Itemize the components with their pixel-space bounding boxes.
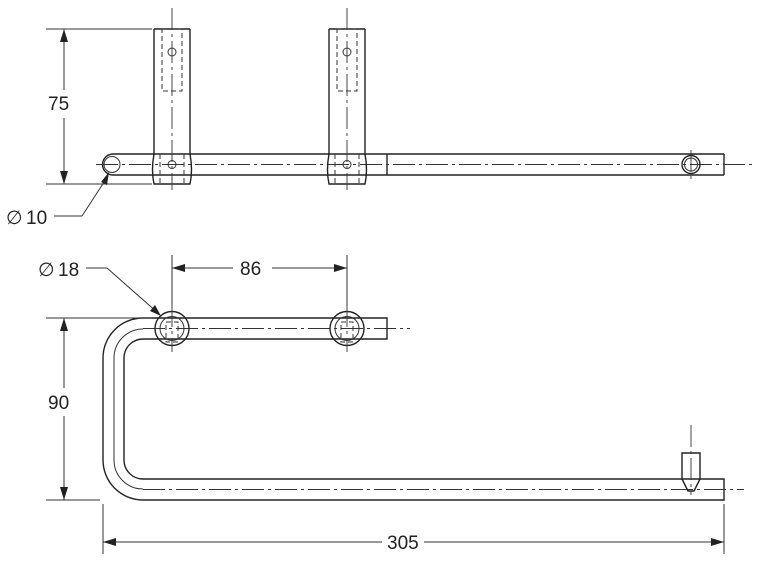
- front-mount-right: [329, 305, 365, 352]
- front-view: 86 ∅ 18 90 305: [38, 255, 744, 554]
- dimension-diameter-18: ∅ 18: [38, 260, 161, 316]
- top-mount-left: [151, 8, 193, 190]
- top-right-hole: [681, 150, 701, 179]
- dimension-75: 75: [46, 28, 152, 185]
- front-mount-left: [154, 305, 190, 352]
- front-bar: [102, 317, 725, 501]
- dimension-diameter-10: ∅ 10: [6, 172, 109, 229]
- diameter-18-symbol: ∅: [38, 260, 55, 281]
- dimension-86-label: 86: [240, 259, 261, 280]
- dimension-90: 90: [46, 317, 152, 501]
- top-mount-right: [326, 8, 368, 190]
- top-view: 75 ∅ 10: [6, 8, 752, 229]
- front-end-pin: [681, 425, 701, 495]
- dimension-90-label: 90: [48, 393, 69, 414]
- dimension-86: 86: [171, 255, 348, 306]
- diameter-18-label: 18: [58, 260, 79, 281]
- dimension-305: 305: [102, 504, 725, 554]
- diameter-10-symbol: ∅: [6, 208, 23, 229]
- dimension-305-label: 305: [387, 533, 419, 554]
- dimension-75-label: 75: [48, 94, 69, 115]
- diameter-10-label: 10: [26, 208, 47, 229]
- top-left-end-circle: [103, 156, 121, 173]
